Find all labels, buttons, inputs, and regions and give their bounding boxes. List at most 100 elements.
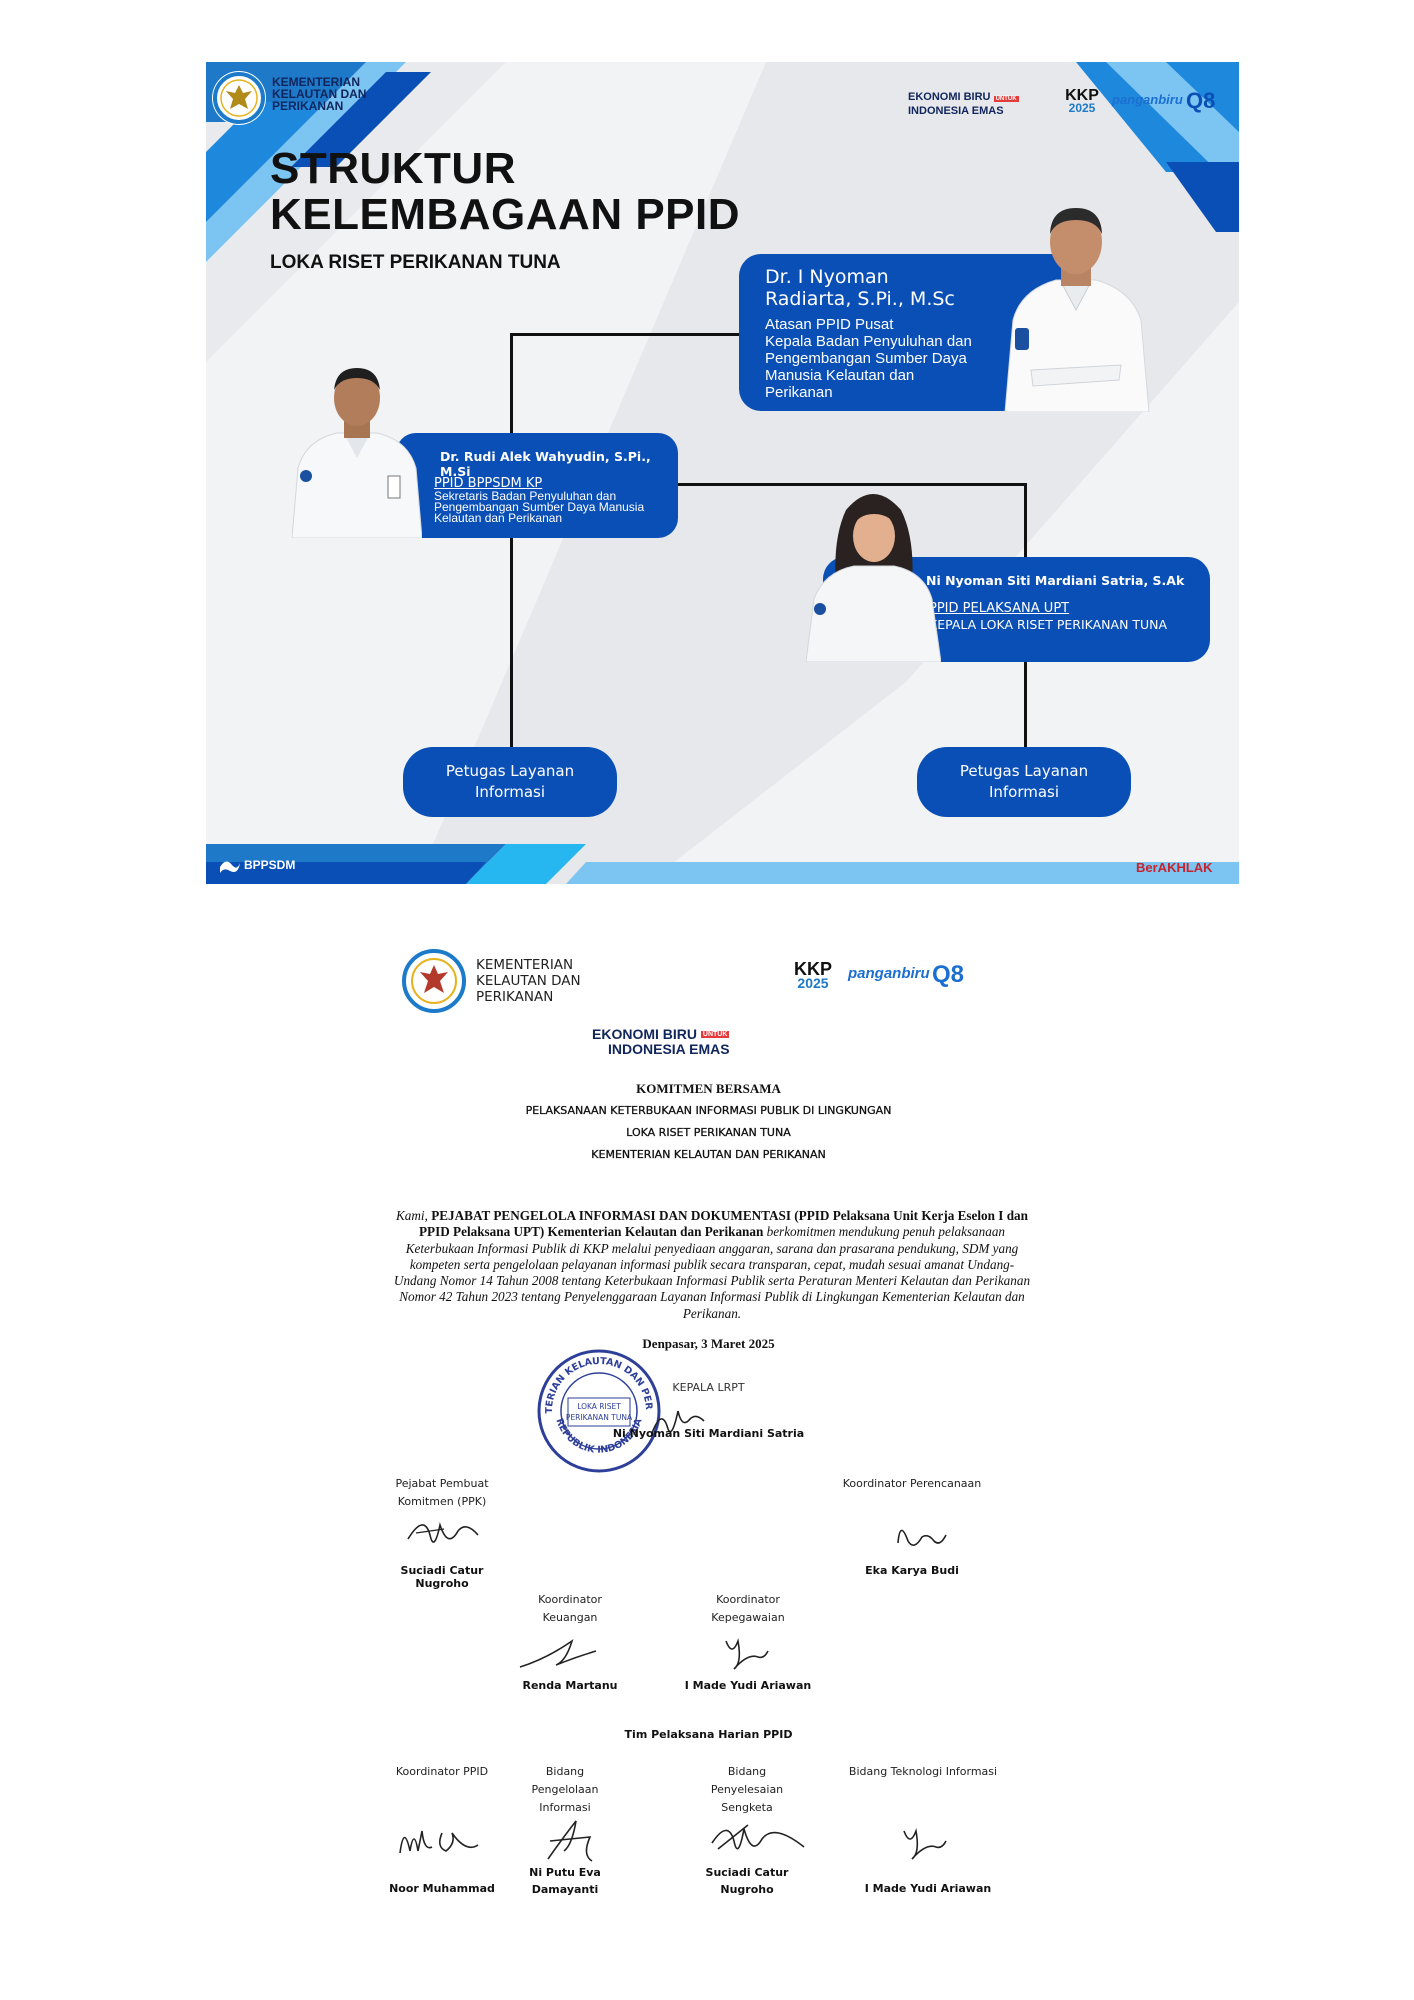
kkp-logo-top: KKP bbox=[1065, 87, 1099, 104]
slide-subtitle: LOKA RISET PERIKANAN TUNA bbox=[270, 252, 561, 273]
connector-line bbox=[510, 333, 742, 336]
team-name-pengelolaan: Ni Putu Eva Damayanti bbox=[500, 1864, 630, 1898]
ministry-emblem-icon bbox=[212, 71, 266, 125]
berakhlak-logo: BerAKHLAK bbox=[1136, 860, 1213, 875]
ppid-upt-name: Ni Nyoman Siti Mardiani Satria, S.Ak bbox=[926, 573, 1185, 588]
slide-title-line2: KELEMBAGAAN PPID bbox=[270, 190, 741, 239]
team-name-line: Suciadi Catur bbox=[705, 1866, 789, 1879]
doc-ministry-line1: KEMENTERIAN bbox=[476, 957, 574, 973]
ppid-bppsdm-desc-line: Pengembangan Sumber Daya Manusia bbox=[434, 500, 645, 514]
team-label-line: Informasi bbox=[539, 1801, 591, 1814]
ministry-name: KEMENTERIAN KELAUTAN DAN PERIKANAN bbox=[272, 76, 366, 112]
body-bold-intro: PEJABAT PENGELOLA INFORMASI DAN DOKUMENT… bbox=[418, 1208, 1028, 1240]
atasan-desc: Atasan PPID Pusat Kepala Badan Penyuluha… bbox=[765, 316, 972, 401]
sig-label-line: Koordinator bbox=[716, 1593, 780, 1606]
pill-right-line2: Informasi bbox=[988, 783, 1060, 801]
card-ppid-bppsdm: Dr. Rudi Alek Wahyudin, S.Pi., M.Si PPID… bbox=[396, 433, 678, 538]
ekonomi-biru-line1: EKONOMI BIRU bbox=[908, 91, 991, 103]
ministry-emblem-icon bbox=[402, 949, 466, 1013]
ppid-upt-role: PPID PELAKSANA UPT bbox=[929, 601, 1070, 616]
pill-petugas-layanan-right: Petugas Layanan Informasi bbox=[917, 747, 1131, 817]
bppsdm-wave-icon bbox=[220, 861, 240, 873]
body-rest: berkomitmen mendukung penuh pelaksanaan … bbox=[393, 1224, 1031, 1321]
panganbiru-logo: panganbiru bbox=[1112, 92, 1183, 107]
sig-label-line: Koordinator Perencanaan bbox=[842, 1477, 982, 1490]
keuangan-signature bbox=[519, 1639, 597, 1668]
sig-name-keuangan: Renda Martanu bbox=[500, 1679, 640, 1692]
doc-ministry-line2: KELAUTAN DAN bbox=[476, 973, 581, 989]
person-photo-ppid-upt bbox=[806, 494, 941, 662]
atasan-name: Dr. I Nyoman Radiarta, S.Pi., M.Sc bbox=[765, 266, 955, 310]
kepala-signature bbox=[651, 1410, 705, 1434]
atasan-desc-line: Pengembangan Sumber Daya bbox=[765, 350, 967, 367]
sig-name-kepegawaian: I Made Yudi Ariawan bbox=[668, 1679, 828, 1692]
team-label-line: Koordinator PPID bbox=[395, 1765, 489, 1778]
ministry-name-line1: KEMENTERIAN bbox=[272, 75, 361, 89]
atasan-name-line1: Dr. I Nyoman bbox=[765, 266, 889, 288]
ppk-signature bbox=[407, 1521, 479, 1543]
team-name-line: Damayanti bbox=[531, 1883, 599, 1896]
doc-subheading: PELAKSANAAN KETERBUKAAN INFORMASI PUBLIK… bbox=[525, 1104, 892, 1117]
kkp-logo-year: 2025 bbox=[1068, 101, 1096, 115]
doc-kkp-2025-logo: KKP 2025 bbox=[784, 959, 842, 991]
ministry-name-line3: PERIKANAN bbox=[272, 99, 344, 113]
doc-subheading: KEMENTERIAN KELAUTAN DAN PERIKANAN bbox=[591, 1148, 826, 1161]
ekonomi-biru-line2: INDONESIA EMAS bbox=[908, 105, 1004, 117]
person-photo-atasan bbox=[1004, 208, 1150, 412]
atasan-name-line2: Radiarta, S.Pi., M.Sc bbox=[765, 288, 955, 310]
kepala-label: KEPALA LRPT bbox=[672, 1381, 745, 1394]
atasan-desc-line: Perikanan bbox=[765, 384, 833, 401]
team-label-koordinator: Koordinator PPID bbox=[382, 1763, 502, 1781]
team-label-line: Bidang Teknologi Informasi bbox=[848, 1765, 998, 1778]
bppsdm-logo-text: BPPSDM bbox=[244, 858, 296, 872]
ekonomi-biru-logo: EKONOMI BIRU UNTUK INDONESIA EMAS bbox=[908, 92, 1048, 117]
sig-label-keuangan: Koordinator Keuangan bbox=[520, 1591, 620, 1627]
connector-line bbox=[510, 333, 513, 749]
team-label-line: Pengelolaan bbox=[531, 1783, 599, 1796]
team-heading: Tim Pelaksana Harian PPID bbox=[624, 1728, 793, 1741]
doc-ministry-name: KEMENTERIAN KELAUTAN DAN PERIKANAN bbox=[476, 957, 581, 1005]
team-label-line: Sengketa bbox=[721, 1801, 773, 1814]
kepegawaian-signature bbox=[725, 1638, 769, 1670]
pill-left-line2: Informasi bbox=[474, 783, 546, 801]
doc-kkp-top: KKP bbox=[793, 959, 832, 979]
team-label-pengelolaan: Bidang Pengelolaan Informasi bbox=[510, 1763, 620, 1817]
team-name-line: I Made Yudi Ariawan bbox=[864, 1882, 992, 1895]
ekonomi-biru-untuk: UNTUK bbox=[993, 96, 1019, 102]
sig-label-line: Koordinator bbox=[538, 1593, 602, 1606]
team-name-line: Nugroho bbox=[720, 1883, 774, 1896]
slide-title-line1: STRUKTUR bbox=[270, 144, 516, 193]
doc-panganbiru-logo: panganbiru bbox=[848, 965, 930, 982]
ministry-name-line2: KELAUTAN DAN bbox=[272, 87, 367, 101]
team-name-line: Ni Putu Eva bbox=[529, 1866, 601, 1879]
ppid-bppsdm-desc: Sekretaris Badan Penyuluhan dan Pengemba… bbox=[434, 489, 645, 525]
team-name-sengketa: Suciadi Catur Nugroho bbox=[682, 1864, 812, 1898]
pill-right-line1: Petugas Layanan bbox=[959, 762, 1089, 780]
doc-ekonomi-biru-logo: EKONOMI BIRU UNTUK INDONESIA EMAS bbox=[592, 1027, 792, 1057]
sig-name-line: Eka Karya Budi bbox=[865, 1564, 959, 1577]
official-stamp: KEMENTERIAN KELAUTAN DAN PERIKANAN REPUB… bbox=[534, 1346, 661, 1473]
kkp-2025-logo: KKP 2025 bbox=[1058, 87, 1106, 115]
team-label-ti: Bidang Teknologi Informasi bbox=[838, 1763, 1008, 1781]
org-structure-slide: KEMENTERIAN KELAUTAN DAN PERIKANAN EKONO… bbox=[206, 62, 1239, 884]
person-photo-ppid-bppsdm bbox=[292, 368, 422, 538]
atasan-desc-line: Kepala Badan Penyuluhan dan bbox=[765, 333, 972, 350]
sig-name-perencanaan: Eka Karya Budi bbox=[842, 1564, 982, 1577]
koordinator-ppid-signature bbox=[399, 1830, 479, 1854]
doc-body-paragraph: Kami, PEJABAT PENGELOLA INFORMASI DAN DO… bbox=[393, 1208, 1031, 1321]
sig-name-ppk: Suciadi Catur Nugroho bbox=[372, 1564, 512, 1590]
stamp-center-line2: PERIKANAN TUNA bbox=[566, 1413, 633, 1422]
ppid-bppsdm-desc-line: Kelautan dan Perikanan bbox=[434, 511, 563, 525]
atasan-desc-line: Atasan PPID Pusat bbox=[765, 316, 894, 333]
komitmen-document: KEMENTERIAN KELAUTAN DAN PERIKANAN KKP 2… bbox=[352, 891, 1065, 1994]
team-label-line: Bidang bbox=[545, 1765, 585, 1778]
sig-label-line: Keuangan bbox=[542, 1611, 598, 1624]
team-name-line: Noor Muhammad bbox=[389, 1882, 495, 1895]
doc-kkp-year: 2025 bbox=[797, 975, 829, 991]
slide-background-shapes bbox=[206, 62, 1239, 884]
perencanaan-signature bbox=[897, 1529, 947, 1546]
doc-q8-logo: Q8 bbox=[932, 961, 965, 988]
ppid-bppsdm-desc-line: Sekretaris Badan Penyuluhan dan bbox=[434, 489, 617, 503]
doc-ekonomi-biru-untuk: UNTUK bbox=[700, 1031, 730, 1038]
sig-label-line: Pejabat Pembuat bbox=[395, 1477, 489, 1490]
